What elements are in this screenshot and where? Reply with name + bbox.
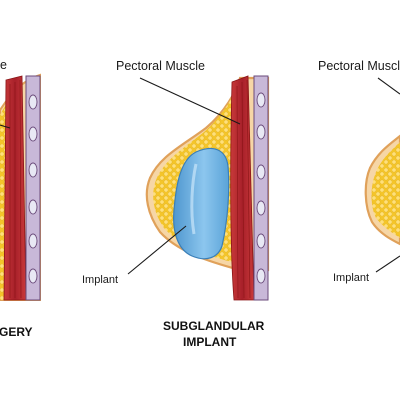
right-panel: Pectoral Muscle Implant [318, 59, 400, 284]
center-pectoral-muscle-label: Pectoral Muscle [116, 59, 205, 73]
left-panel: e GERY [0, 58, 41, 339]
left-ribs [28, 94, 38, 284]
left-caption-fragment: GERY [0, 325, 33, 339]
center-panel: Pectoral Muscle Implant SUBGLANDULAR IMP… [82, 59, 270, 349]
right-pectoral-leader [377, 77, 400, 95]
center-muscle-fibers [236, 79, 251, 299]
right-pectoral-muscle-label: Pectoral Muscle [318, 59, 400, 73]
left-top-label-fragment: e [0, 58, 7, 72]
center-rib-column [253, 75, 269, 301]
left-rib-column [25, 75, 41, 301]
center-pectoral-leader [139, 77, 241, 125]
center-caption-line1: SUBGLANDULAR [163, 319, 265, 333]
left-muscle-fibers [9, 79, 22, 299]
right-fat-tissue [371, 142, 400, 238]
center-pectoral-muscle [230, 75, 255, 301]
right-implant-leader [375, 255, 400, 273]
center-caption-line2: IMPLANT [183, 335, 237, 349]
center-implant-highlight [190, 163, 198, 235]
center-implant-label: Implant [82, 274, 118, 286]
left-leader-line [0, 124, 11, 129]
center-implant-leader [127, 225, 187, 275]
center-ribs [256, 92, 266, 284]
center-implant [173, 147, 230, 260]
right-implant-label: Implant [333, 272, 369, 284]
